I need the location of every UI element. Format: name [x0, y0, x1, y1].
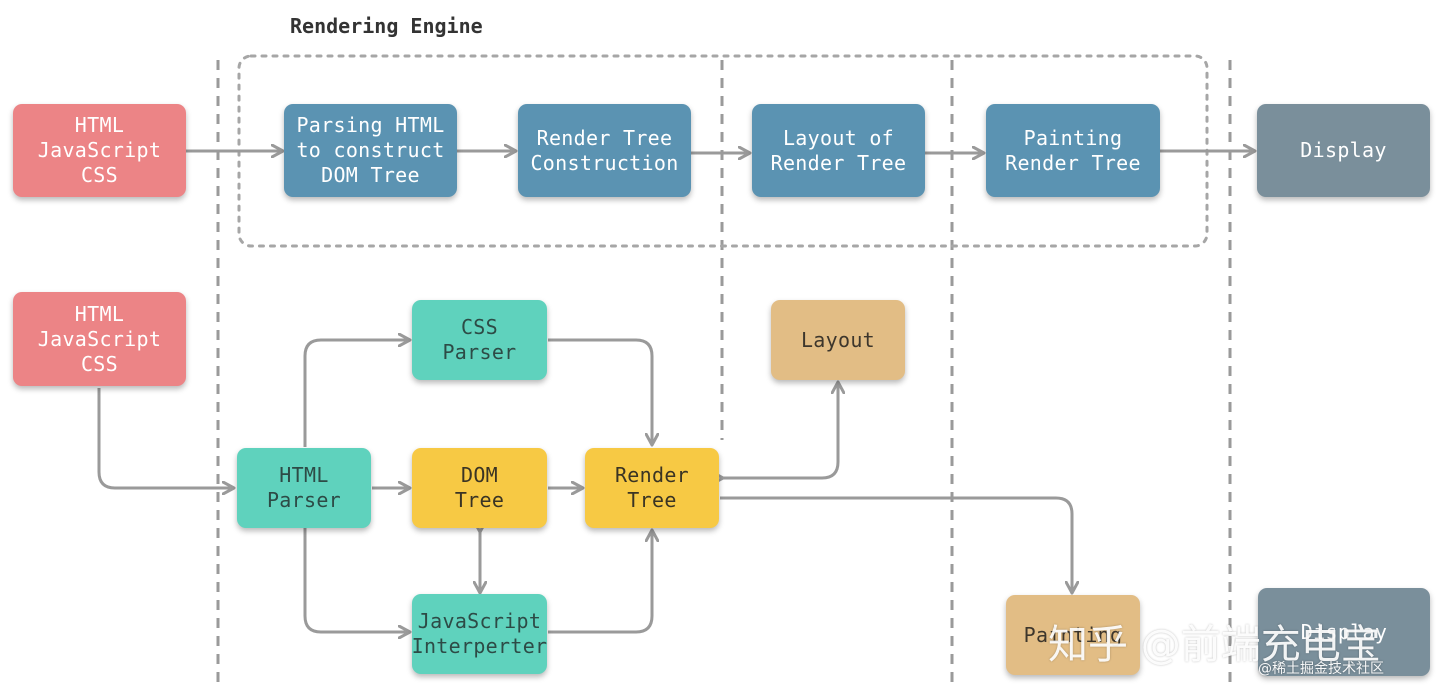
arrow-render-tree-to-painting — [720, 496, 1072, 592]
top-display-node: Display — [1257, 104, 1430, 197]
dom-tree-node: DOM Tree — [412, 448, 547, 528]
parsing-html-node: Parsing HTML to construct DOM Tree — [284, 104, 457, 197]
render-tree-construction-node: Render Tree Construction — [518, 104, 691, 197]
watermark-zhihu: 知乎 @前端充电宝 — [1048, 622, 1381, 668]
arrow-render-tree-layout-bidirectional — [722, 383, 838, 478]
painting-node: Painting — [1006, 595, 1140, 675]
painting-render-tree-node: Painting Render Tree — [986, 104, 1160, 197]
javascript-interpreter-node: JavaScript Interperter — [412, 594, 547, 674]
bottom-source-node: HTML JavaScript CSS — [13, 292, 186, 386]
arrow-js-interpreter-to-render-tree — [548, 531, 652, 634]
layout-node: Layout — [771, 300, 905, 380]
top-source-node: HTML JavaScript CSS — [13, 104, 186, 197]
bottom-flow-connectors — [97, 338, 1072, 634]
top-flow-connectors — [186, 151, 1254, 153]
arrow-css-parser-to-render-tree — [548, 338, 652, 444]
html-parser-node: HTML Parser — [237, 448, 371, 528]
bottom-display-node: Display — [1258, 588, 1430, 676]
arrow-html-parser-to-css-parser — [303, 340, 409, 447]
layout-of-render-tree-node: Layout of Render Tree — [752, 104, 925, 197]
watermark-juejin: @稀土掘金技术社区 — [1258, 661, 1384, 677]
render-tree-node: Render Tree — [585, 448, 719, 528]
rendering-engine-title: Rendering Engine — [290, 14, 483, 38]
stage-separators — [216, 60, 1232, 690]
arrow-html-parser-to-js-interpreter — [303, 528, 409, 632]
css-parser-node: CSS Parser — [412, 300, 547, 380]
arrow-source-to-html-parser — [97, 388, 233, 488]
